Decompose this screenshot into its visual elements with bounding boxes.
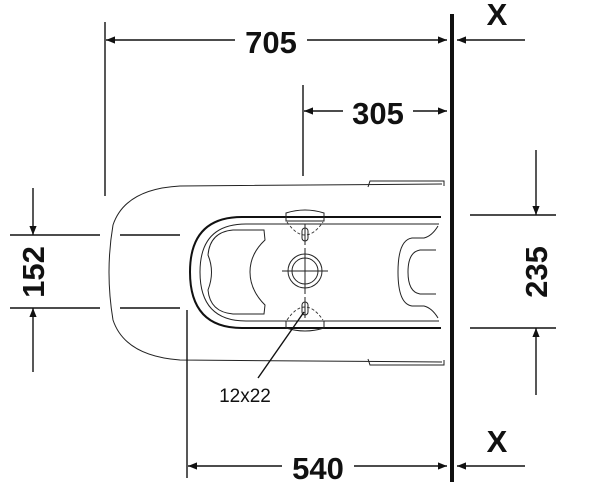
fixing-slot-bottom <box>285 297 325 332</box>
dimension-305: 305 <box>302 85 447 176</box>
dimension-540: 540 <box>186 310 447 486</box>
dimension-705-label: 705 <box>245 25 297 60</box>
dimension-152: 152 <box>10 188 180 372</box>
slot-annotation: 12x22 <box>219 311 305 407</box>
dimension-705: 705 <box>104 22 447 196</box>
dimension-152-label: 152 <box>16 246 51 298</box>
toilet-body <box>108 180 445 366</box>
wall-marker-top-label: X <box>487 0 508 32</box>
dimension-540-label: 540 <box>292 451 344 486</box>
dimension-305-label: 305 <box>352 96 404 131</box>
outlet-center <box>282 248 328 294</box>
wall-marker-bottom-label: X <box>487 424 508 459</box>
wall-marker-top: X <box>457 0 525 44</box>
dimension-235-label: 235 <box>519 246 554 298</box>
slot-annotation-label: 12x22 <box>219 386 271 407</box>
fixing-slot-top <box>285 209 325 245</box>
wall-marker-bottom: X <box>457 424 525 470</box>
dimension-235: 235 <box>470 150 556 395</box>
